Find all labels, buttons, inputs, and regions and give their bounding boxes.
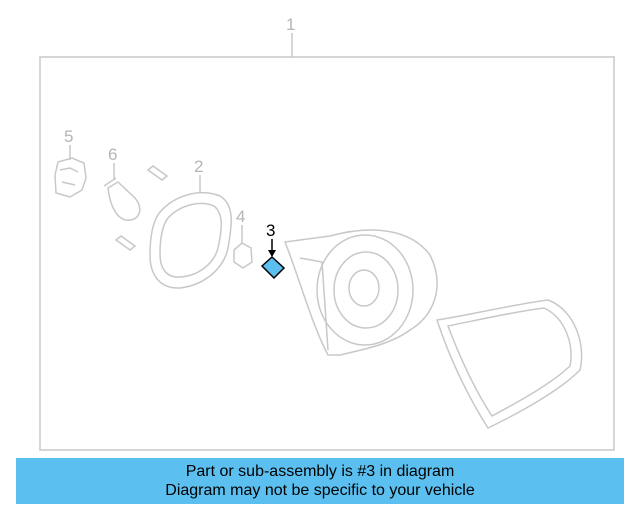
lamp-lens <box>436 299 583 429</box>
lamp-housing <box>283 229 438 356</box>
diagram-frame <box>39 56 615 451</box>
small-bulb-upper <box>146 165 169 181</box>
callout-1: 1 <box>286 15 295 34</box>
callout-3-arrowhead <box>268 250 276 257</box>
banner-line-2: Diagram may not be specific to your vehi… <box>165 482 475 499</box>
callout-3: 3 <box>266 221 275 240</box>
part-4-grommet <box>233 242 253 269</box>
part-6-bulb <box>103 177 141 221</box>
small-bulb-lower <box>114 235 137 251</box>
callout-4: 4 <box>236 207 245 226</box>
callout-6: 6 <box>108 145 117 164</box>
parts-diagram: 1 5 6 2 4 3 <box>39 15 615 451</box>
part-3-clip <box>260 255 286 280</box>
part-2-gasket <box>149 192 232 289</box>
banner-line-1: Part or sub-assembly is #3 in diagram <box>185 463 455 480</box>
info-banner: Part or sub-assembly is #3 in diagram Di… <box>16 458 624 504</box>
callout-2: 2 <box>194 157 203 176</box>
callout-5: 5 <box>64 127 73 146</box>
part-5-socket <box>54 157 87 198</box>
